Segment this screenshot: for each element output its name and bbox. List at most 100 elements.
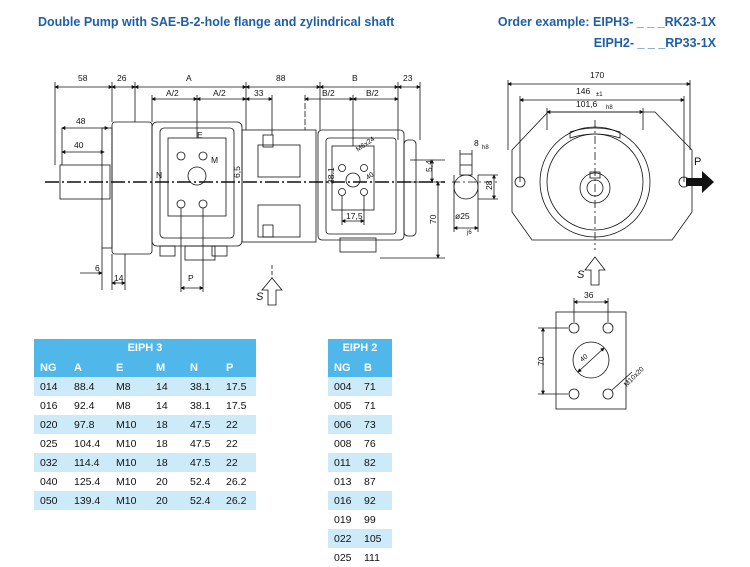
eiph3-table-title: EIPH 3 <box>34 339 256 358</box>
page-title: Double Pump with SAE-B-2-hole flange and… <box>38 15 395 29</box>
table-cell: 47.5 <box>190 434 226 453</box>
dim-p: P <box>188 273 194 283</box>
table-cell: 032 <box>34 453 74 472</box>
dim-101-6: 101,6 <box>576 99 598 109</box>
dim-6: 6 <box>95 263 100 273</box>
dim-40-small: 40 <box>365 171 375 181</box>
table-cell: M10 <box>116 415 156 434</box>
order-example-line-2: EIPH2- _ _ _RP33-1X <box>593 36 716 50</box>
label-m6x24: M6x24 <box>355 136 376 154</box>
eiph3-header-cell: M <box>156 358 190 377</box>
table-cell: M10 <box>116 472 156 491</box>
dim-17-5: 17,5 <box>346 211 363 221</box>
label-e: E <box>197 130 203 140</box>
table-cell: M10 <box>116 434 156 453</box>
table-cell: M10 <box>116 491 156 510</box>
dim-33: 33 <box>254 88 264 98</box>
table-cell: 016 <box>34 396 74 415</box>
table-cell: 76 <box>364 434 392 453</box>
table-cell: 050 <box>34 491 74 510</box>
tol-101: h8 <box>606 105 613 111</box>
tol-h8: h8 <box>482 145 489 151</box>
table-cell: 97.8 <box>74 415 116 434</box>
label-n: N <box>156 170 162 180</box>
dim-6-5: 6,5 <box>232 166 242 178</box>
table-cell: 111 <box>364 548 392 567</box>
table-cell: 013 <box>328 472 364 491</box>
label-p-arrow: P <box>694 156 701 168</box>
table-cell: 14 <box>156 396 190 415</box>
table-cell: M8 <box>116 377 156 396</box>
dim-b: B <box>352 73 358 83</box>
label-m: M <box>211 155 218 165</box>
table-cell: 22 <box>226 434 256 453</box>
table-cell: 025 <box>328 548 364 567</box>
eiph2-header-cell: NG <box>328 358 364 377</box>
table-cell: 008 <box>328 434 364 453</box>
table-cell: 71 <box>364 377 392 396</box>
label-s-front: S <box>577 269 585 281</box>
table-cell: M8 <box>116 396 156 415</box>
dim-38-1: 38.1 <box>326 167 336 184</box>
dim-a2-right: A/2 <box>213 88 226 98</box>
dim-5-4: 5,4 <box>424 160 434 172</box>
eiph2-header-cell: B <box>364 358 392 377</box>
dim-70-port: 70 <box>536 356 546 366</box>
tol-j6: j6 <box>466 230 472 236</box>
table-cell: 18 <box>156 453 190 472</box>
table-cell: 47.5 <box>190 453 226 472</box>
table-cell: 82 <box>364 453 392 472</box>
eiph3-header-cell: P <box>226 358 256 377</box>
table-cell: 040 <box>34 472 74 491</box>
table-cell: 71 <box>364 396 392 415</box>
table-cell: 87 <box>364 472 392 491</box>
table-cell: 26.2 <box>226 472 256 491</box>
eiph2-table-title: EIPH 2 <box>328 339 392 358</box>
table-cell: 18 <box>156 415 190 434</box>
dim-40: 40 <box>74 140 84 150</box>
table-cell: 88.4 <box>74 377 116 396</box>
table-cell: 125.4 <box>74 472 116 491</box>
table-cell: 20 <box>156 491 190 510</box>
dim-40-port: 40 <box>579 353 590 363</box>
dim-48: 48 <box>76 116 86 126</box>
table-cell: 26.2 <box>226 491 256 510</box>
table-cell: 73 <box>364 415 392 434</box>
eiph3-header-cell: E <box>116 358 156 377</box>
table-cell: 38.1 <box>190 396 226 415</box>
table-cell: 20 <box>156 472 190 491</box>
table-cell: 18 <box>156 434 190 453</box>
eiph3-header-cell: A <box>74 358 116 377</box>
table-cell: 52.4 <box>190 491 226 510</box>
eiph3-header-cell: NG <box>34 358 74 377</box>
table-cell: 104.4 <box>74 434 116 453</box>
table-cell: 005 <box>328 396 364 415</box>
table-cell: 006 <box>328 415 364 434</box>
table-cell: 52.4 <box>190 472 226 491</box>
table-cell: 14 <box>156 377 190 396</box>
dim-14: 14 <box>114 273 124 283</box>
table-cell: 47.5 <box>190 415 226 434</box>
dim-b2-right: B/2 <box>366 88 379 98</box>
table-cell: 014 <box>34 377 74 396</box>
label-m10x20: M10x20 <box>623 366 646 389</box>
table-cell: 016 <box>328 491 364 510</box>
dim-58: 58 <box>78 73 88 83</box>
